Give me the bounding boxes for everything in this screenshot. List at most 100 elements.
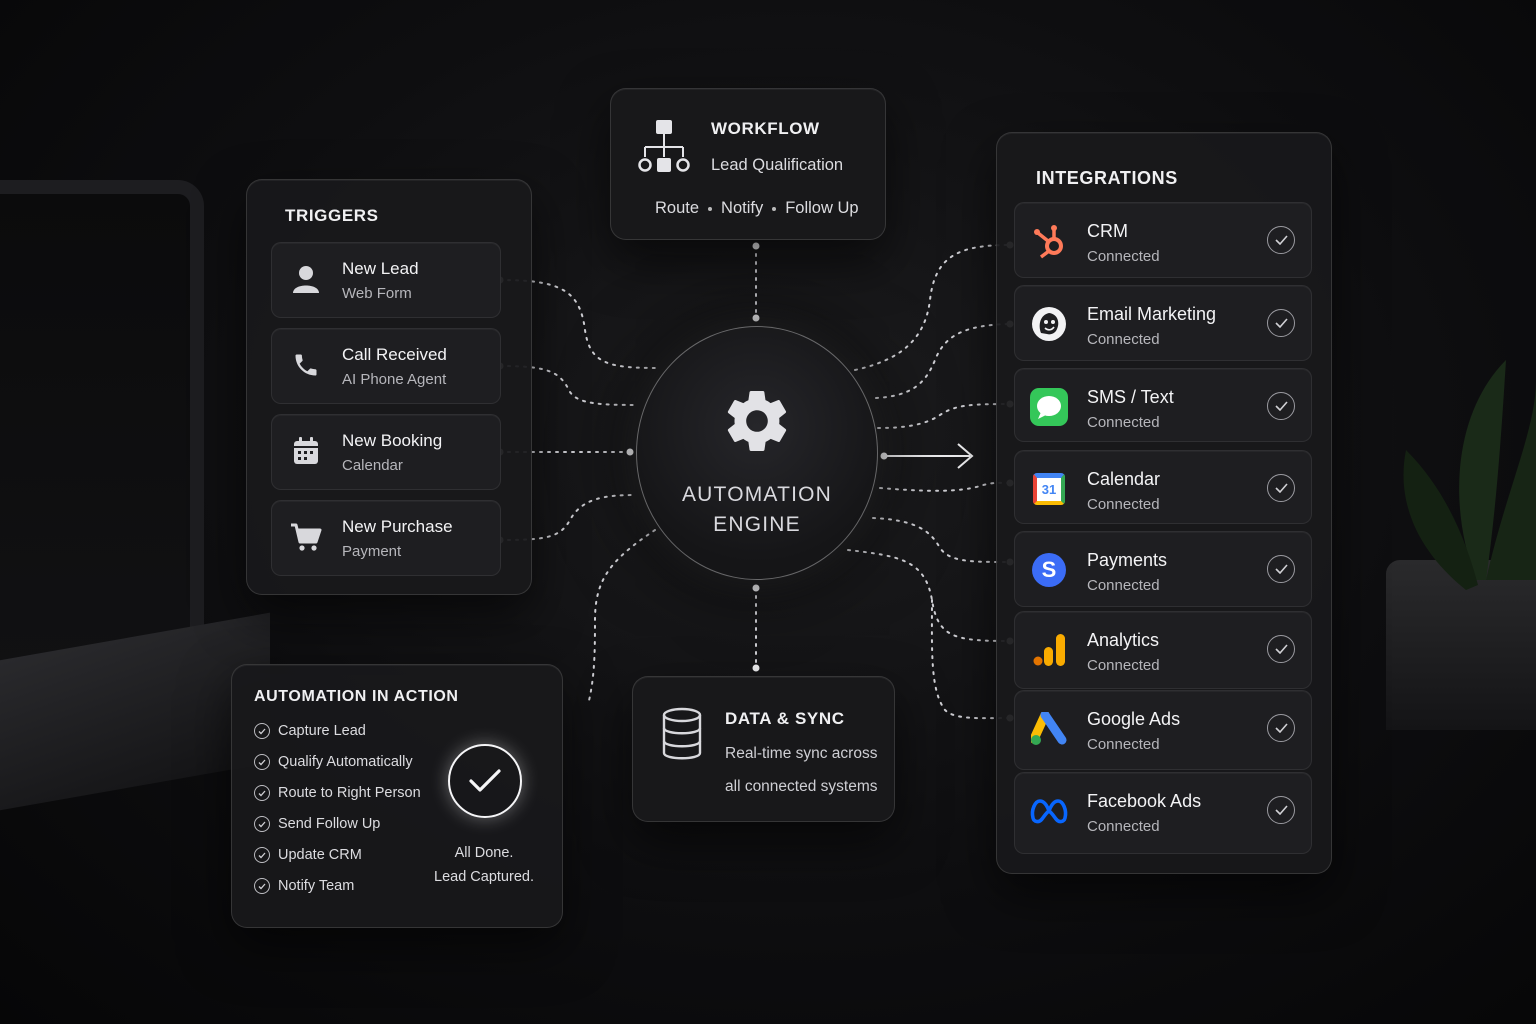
- data-sync-desc-line1: Real-time sync across: [725, 745, 877, 763]
- phone-icon: [288, 347, 324, 383]
- connected-check-icon: [1267, 474, 1295, 502]
- integration-name: Email Marketing: [1087, 304, 1216, 325]
- integration-payments[interactable]: S Payments Connected: [1014, 531, 1312, 607]
- done-message-line1: All Done.: [420, 845, 548, 861]
- action-step: Update CRM: [254, 847, 362, 863]
- action-step-label: Qualify Automatically: [278, 754, 413, 770]
- action-step-label: Capture Lead: [278, 723, 366, 739]
- trigger-source: Web Form: [342, 285, 412, 302]
- action-step: Capture Lead: [254, 723, 366, 739]
- integration-facebook-ads[interactable]: Facebook Ads Connected: [1014, 772, 1312, 854]
- integration-status: Connected: [1087, 736, 1160, 753]
- workflow-step: Notify: [721, 199, 763, 218]
- engine-label-line2: ENGINE: [637, 513, 877, 537]
- integration-status: Connected: [1087, 496, 1160, 513]
- workflow-step: Follow Up: [785, 199, 858, 218]
- google-ads-icon: [1029, 709, 1069, 749]
- action-step-label: Send Follow Up: [278, 816, 380, 832]
- trigger-label: New Purchase: [342, 517, 453, 537]
- google-calendar-icon: 31: [1029, 469, 1069, 509]
- check-circle-icon: [254, 785, 270, 801]
- mailchimp-icon: [1029, 304, 1069, 344]
- integration-name: Analytics: [1087, 630, 1159, 651]
- integration-status: Connected: [1087, 577, 1160, 594]
- engine-output-arrow: [884, 444, 972, 468]
- integration-status: Connected: [1087, 248, 1160, 265]
- trigger-source: Payment: [342, 543, 401, 560]
- integration-name: Calendar: [1087, 469, 1160, 490]
- automation-in-action-title: AUTOMATION IN ACTION: [254, 688, 459, 706]
- action-step: Notify Team: [254, 878, 354, 894]
- automation-engine[interactable]: AUTOMATION ENGINE: [636, 326, 878, 580]
- step-separator-dot: [772, 207, 776, 211]
- data-sync-title: DATA & SYNC: [725, 709, 845, 729]
- integration-google-ads[interactable]: Google Ads Connected: [1014, 690, 1312, 770]
- integration-name: Facebook Ads: [1087, 791, 1201, 812]
- action-step-label: Update CRM: [278, 847, 362, 863]
- action-step: Qualify Automatically: [254, 754, 413, 770]
- database-icon: [661, 707, 703, 766]
- cart-icon: [288, 519, 324, 555]
- integration-sms[interactable]: SMS / Text Connected: [1014, 368, 1312, 442]
- analytics-bars-icon: [1029, 630, 1069, 670]
- trigger-source: AI Phone Agent: [342, 371, 446, 388]
- integration-status: Connected: [1087, 818, 1160, 835]
- workflow-panel: WORKFLOW Lead Qualification Route Notify…: [610, 88, 886, 240]
- user-icon: [288, 261, 324, 297]
- trigger-new-booking[interactable]: New Booking Calendar: [271, 414, 501, 490]
- check-circle-icon: [254, 878, 270, 894]
- connected-check-icon: [1267, 555, 1295, 583]
- integration-status: Connected: [1087, 657, 1160, 674]
- chat-bubble-icon: [1029, 387, 1069, 427]
- integration-crm[interactable]: CRM Connected: [1014, 202, 1312, 278]
- trigger-new-purchase[interactable]: New Purchase Payment: [271, 500, 501, 576]
- done-message-line2: Lead Captured.: [420, 869, 548, 885]
- connected-check-icon: [1267, 635, 1295, 663]
- trigger-new-lead[interactable]: New Lead Web Form: [271, 242, 501, 318]
- integration-analytics[interactable]: Analytics Connected: [1014, 611, 1312, 689]
- workflow-step: Route: [655, 199, 699, 218]
- data-sync-panel: DATA & SYNC Real-time sync across all co…: [632, 676, 895, 822]
- check-circle-icon: [254, 847, 270, 863]
- integration-email-marketing[interactable]: Email Marketing Connected: [1014, 285, 1312, 361]
- check-circle-icon: [254, 754, 270, 770]
- step-separator-dot: [708, 207, 712, 211]
- workflow-title: WORKFLOW: [711, 119, 820, 139]
- trigger-source: Calendar: [342, 457, 403, 474]
- data-sync-desc-line2: all connected systems: [725, 778, 878, 796]
- workflow-subtitle: Lead Qualification: [711, 156, 843, 175]
- trigger-label: New Lead: [342, 259, 419, 279]
- connected-check-icon: [1267, 796, 1295, 824]
- trigger-label: Call Received: [342, 345, 447, 365]
- connected-check-icon: [1267, 714, 1295, 742]
- connected-check-icon: [1267, 226, 1295, 254]
- integration-status: Connected: [1087, 414, 1160, 431]
- integration-name: Payments: [1087, 550, 1167, 571]
- calendar-day-number: 31: [1042, 482, 1056, 497]
- action-step: Send Follow Up: [254, 816, 380, 832]
- hierarchy-icon: [637, 119, 691, 182]
- connected-check-icon: [1267, 392, 1295, 420]
- hubspot-icon: [1029, 221, 1069, 261]
- connected-check-icon: [1267, 309, 1295, 337]
- integration-calendar[interactable]: 31 Calendar Connected: [1014, 450, 1312, 524]
- workflow-steps: Route Notify Follow Up: [655, 199, 859, 218]
- integration-status: Connected: [1087, 331, 1160, 348]
- check-circle-icon: [254, 723, 270, 739]
- trigger-call-received[interactable]: Call Received AI Phone Agent: [271, 328, 501, 404]
- gear-icon: [721, 381, 793, 461]
- meta-icon: [1029, 791, 1069, 831]
- action-step-label: Route to Right Person: [278, 785, 421, 801]
- trigger-label: New Booking: [342, 431, 442, 451]
- stripe-icon: S: [1029, 550, 1069, 590]
- check-circle-icon: [254, 816, 270, 832]
- done-checkmark-icon: [448, 744, 522, 818]
- triggers-title: TRIGGERS: [285, 206, 379, 226]
- calendar-icon: [288, 433, 324, 469]
- action-step: Route to Right Person: [254, 785, 421, 801]
- action-step-label: Notify Team: [278, 878, 354, 894]
- integration-name: Google Ads: [1087, 709, 1180, 730]
- integrations-title: INTEGRATIONS: [1036, 168, 1178, 189]
- triggers-panel: TRIGGERS New Lead Web Form Call Received…: [246, 179, 532, 595]
- engine-label-line1: AUTOMATION: [637, 483, 877, 507]
